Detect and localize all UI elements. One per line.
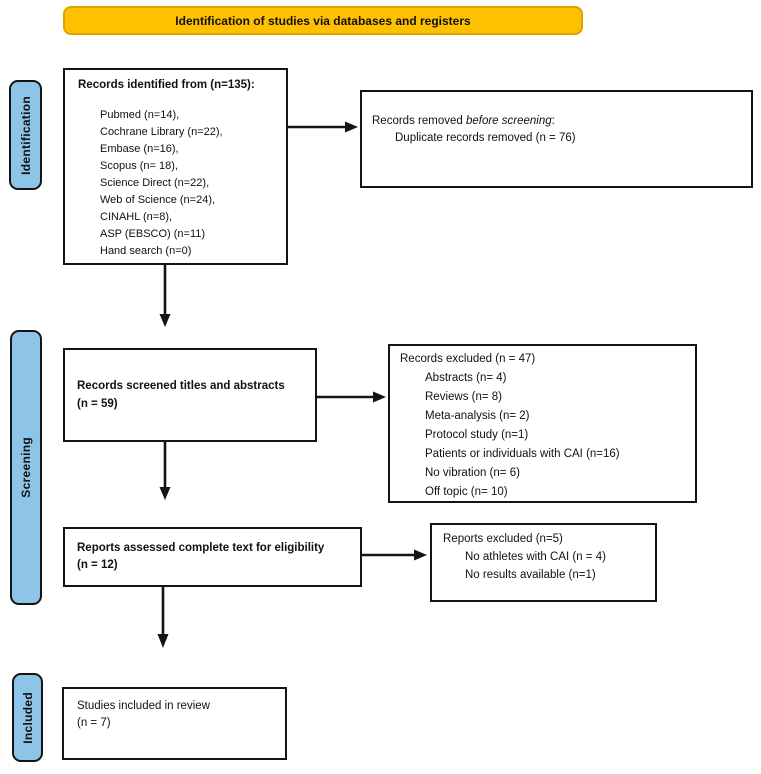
reports-excluded-title: Reports excluded (n=5) bbox=[443, 533, 563, 545]
box-reports-excluded: Reports excluded (n=5) No athletes with … bbox=[430, 523, 657, 602]
arrow-assessed-to-included bbox=[157, 587, 169, 648]
source-item: Science Direct (n=22), bbox=[100, 177, 210, 189]
source-item: Embase (n=16), bbox=[100, 143, 179, 155]
records-screened-line2: (n = 59) bbox=[77, 398, 118, 410]
exclusion-reason: No vibration (n= 6) bbox=[425, 467, 520, 479]
arrow-screened-to-records-excluded bbox=[317, 391, 386, 403]
records-screened-line1: Records screened titles and abstracts bbox=[77, 380, 285, 392]
records-removed-item: Duplicate records removed (n = 76) bbox=[395, 132, 576, 144]
box-records-identified: Records identified from (n=135): Pubmed … bbox=[63, 68, 288, 265]
source-item: ASP (EBSCO) (n=11) bbox=[100, 228, 206, 240]
stage-screening-label: Screening bbox=[19, 437, 33, 498]
arrow-identified-to-removed bbox=[288, 121, 358, 133]
source-item: Cochrane Library (n=22), bbox=[100, 126, 223, 138]
reports-excluded-reasons: No athletes with CAI (n = 4) No results … bbox=[465, 548, 650, 584]
stage-identification-label: Identification bbox=[18, 95, 33, 175]
banner-label: Identification of studies via databases … bbox=[175, 13, 471, 28]
records-identified-title: Records identified from (n=135): bbox=[78, 79, 255, 91]
studies-included-line1: Studies included in review bbox=[77, 700, 210, 712]
box-records-excluded: Records excluded (n = 47) Abstracts (n= … bbox=[388, 344, 697, 503]
exclusion-reason: No results available (n=1) bbox=[465, 569, 596, 581]
arrow-identified-to-screened bbox=[159, 265, 171, 327]
arrow-screened-to-assessed bbox=[159, 442, 171, 500]
box-studies-included: Studies included in review (n = 7) bbox=[62, 687, 287, 760]
records-excluded-reasons: Abstracts (n= 4) Reviews (n= 8) Meta-ana… bbox=[425, 369, 689, 502]
source-item: Web of Science (n=24), bbox=[100, 194, 216, 206]
banner-databases-registers: Identification of studies via databases … bbox=[63, 6, 583, 35]
exclusion-reason: Abstracts (n= 4) bbox=[425, 372, 507, 384]
box-records-screened: Records screened titles and abstracts (n… bbox=[63, 348, 317, 442]
exclusion-reason: No athletes with CAI (n = 4) bbox=[465, 551, 606, 563]
reports-assessed-line1: Reports assessed complete text for eligi… bbox=[77, 542, 325, 554]
records-removed-title-italic: before screening bbox=[465, 115, 552, 127]
exclusion-reason: Protocol study (n=1) bbox=[425, 429, 529, 441]
studies-included-line2: (n = 7) bbox=[77, 717, 111, 729]
exclusion-reason: Patients or individuals with CAI (n=16) bbox=[425, 448, 620, 460]
box-reports-assessed: Reports assessed complete text for eligi… bbox=[63, 527, 362, 587]
source-item: Pubmed (n=14), bbox=[100, 109, 180, 121]
records-identified-sources: Pubmed (n=14), Cochrane Library (n=22), … bbox=[100, 107, 278, 260]
source-item: CINAHL (n=8), bbox=[100, 211, 173, 223]
records-removed-title: Records removed before screening: bbox=[372, 115, 555, 127]
arrow-assessed-to-reports-excluded bbox=[362, 549, 427, 561]
source-item: Hand search (n=0) bbox=[100, 245, 192, 257]
records-excluded-title: Records excluded (n = 47) bbox=[400, 353, 536, 365]
source-item: Scopus (n= 18), bbox=[100, 160, 178, 172]
reports-assessed-line2: (n = 12) bbox=[77, 559, 118, 571]
stage-included-label: Included bbox=[20, 691, 35, 744]
exclusion-reason: Reviews (n= 8) bbox=[425, 391, 503, 403]
exclusion-reason: Meta-analysis (n= 2) bbox=[425, 410, 530, 422]
box-records-removed: Records removed before screening: Duplic… bbox=[360, 90, 753, 188]
stage-screening: Screening bbox=[10, 330, 42, 605]
stage-identification: Identification bbox=[9, 80, 42, 190]
exclusion-reason: Off topic (n= 10) bbox=[425, 486, 508, 498]
stage-included: Included bbox=[12, 673, 43, 762]
